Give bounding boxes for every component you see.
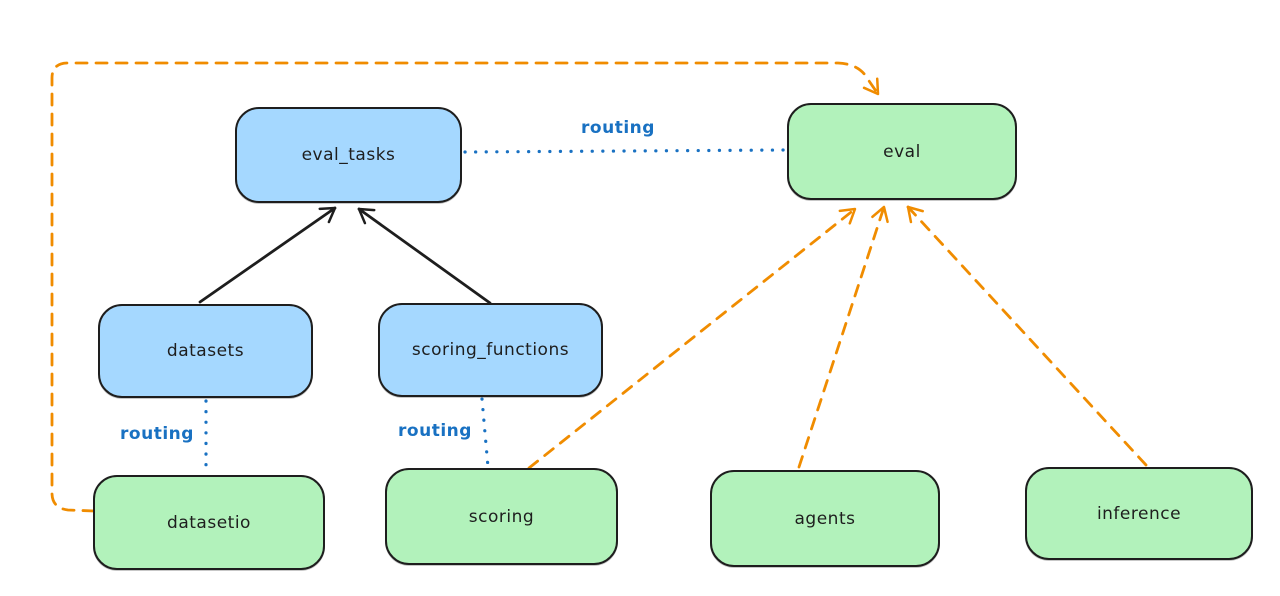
node-eval-label: eval — [883, 141, 921, 162]
node-eval-tasks-label: eval_tasks — [301, 145, 396, 165]
node-agents-label: agents — [794, 508, 856, 529]
edge-inference-to-eval — [906, 205, 1148, 467]
edge-eval-tasks-to-eval-routing — [463, 148, 787, 154]
node-scoring-label: scoring — [468, 506, 535, 527]
edge-agents-to-eval — [797, 205, 889, 469]
edge-scoring-functions-to-eval-tasks — [357, 207, 492, 305]
node-eval: eval — [787, 103, 1017, 200]
edge-label-routing-left: routing — [120, 424, 194, 444]
node-eval-tasks: eval_tasks — [235, 107, 462, 203]
node-inference: inference — [1025, 467, 1253, 560]
edge-datasets-to-eval-tasks — [198, 206, 337, 304]
node-datasetio-label: datasetio — [167, 512, 251, 533]
edge-label-routing-top: routing — [581, 118, 655, 138]
node-datasets-label: datasets — [166, 341, 245, 361]
node-agents: agents — [710, 470, 940, 567]
edge-label-routing-middle: routing — [398, 421, 472, 441]
node-scoring: scoring — [385, 468, 618, 565]
node-datasetio: datasetio — [93, 475, 325, 570]
node-scoring-functions-label: scoring_functions — [411, 340, 570, 360]
node-datasets: datasets — [98, 304, 313, 398]
node-scoring-functions: scoring_functions — [378, 303, 603, 397]
node-inference-label: inference — [1096, 503, 1182, 524]
